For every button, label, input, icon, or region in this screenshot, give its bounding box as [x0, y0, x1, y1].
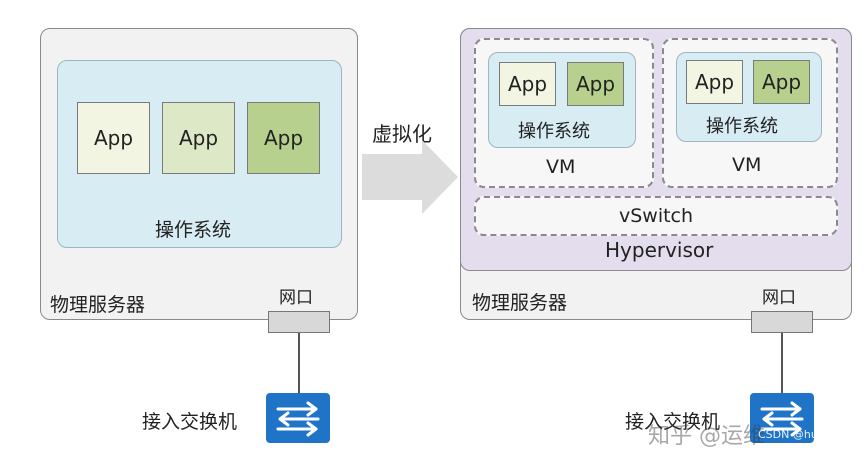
vm-1-app-2: App [567, 62, 624, 106]
left-switch-label: 接入交换机 [142, 411, 238, 433]
vswitch-box: vSwitch [474, 196, 838, 236]
watermark-small: CSDN @huajiu [758, 428, 838, 441]
right-cable [781, 333, 783, 393]
left-app-2: App [162, 102, 235, 174]
vm-2-app-2: App [753, 60, 810, 104]
left-network-port [268, 311, 330, 333]
vm-2-os-label: 操作系统 [706, 116, 778, 137]
left-os-label: 操作系统 [155, 219, 232, 241]
vm-1-app-1: App [499, 62, 556, 106]
left-port-label: 网口 [279, 288, 313, 308]
left-server-label: 物理服务器 [50, 294, 146, 316]
left-app-3: App [247, 102, 320, 174]
right-switch-icon [750, 393, 814, 443]
right-switch-label: 接入交换机 [625, 411, 721, 433]
virtualization-arrow [362, 140, 458, 214]
hypervisor-label: Hypervisor [605, 238, 714, 262]
right-server-label: 物理服务器 [472, 292, 568, 314]
vswitch-label: vSwitch [618, 205, 694, 227]
right-network-port [751, 311, 813, 333]
vm-2-label: VM [732, 154, 762, 176]
vm-1-os-label: 操作系统 [518, 121, 590, 142]
watermark: 知乎 @运维 [648, 424, 765, 449]
vm-2-app-1: App [686, 60, 743, 104]
vm-1-label: VM [546, 156, 576, 178]
left-app-1: App [77, 102, 150, 174]
left-cable [298, 333, 300, 393]
right-port-label: 网口 [762, 288, 796, 308]
left-switch-icon [266, 393, 330, 443]
